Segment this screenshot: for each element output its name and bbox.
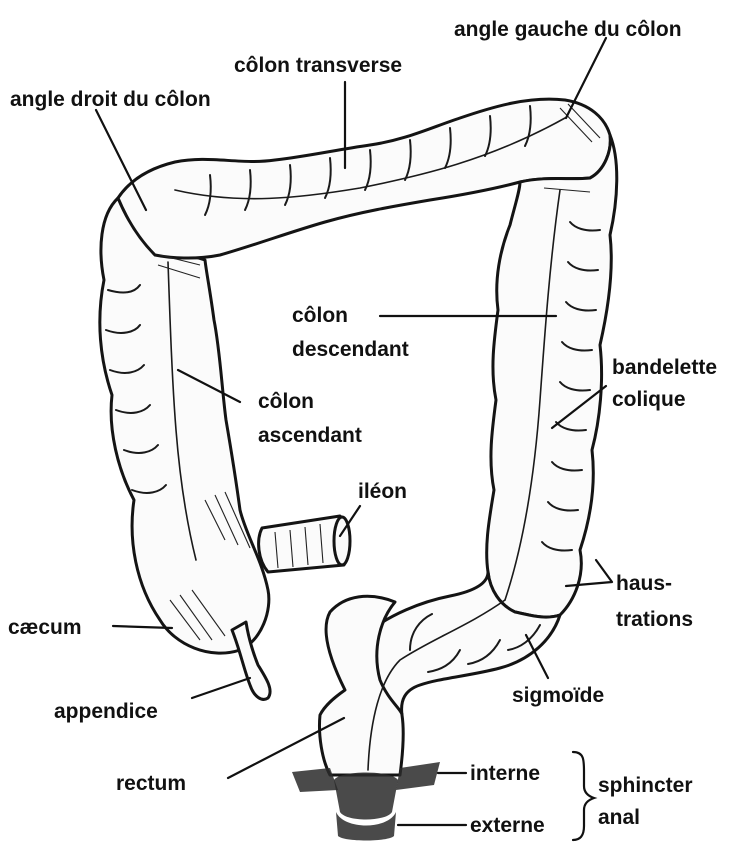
label-interne: interne <box>470 762 540 785</box>
label-colon-ascendant-2: ascendant <box>258 424 362 447</box>
label-angle-droit: angle droit du côlon <box>10 88 211 111</box>
label-bandelette-2: colique <box>612 388 686 411</box>
label-ileon: iléon <box>358 480 407 503</box>
sphincter-brace <box>573 752 594 840</box>
label-colon-transverse: côlon transverse <box>234 54 402 77</box>
colon-drawing <box>100 99 617 840</box>
label-angle-gauche: angle gauche du côlon <box>454 18 682 41</box>
label-colon-ascendant-1: côlon <box>258 390 314 413</box>
label-caecum: cæcum <box>8 616 82 639</box>
label-colon-descendant-1: côlon <box>292 304 348 327</box>
descending-colon <box>487 135 617 617</box>
label-colon-descendant-2: descendant <box>292 338 409 361</box>
label-haustrations-2: trations <box>616 608 693 631</box>
label-sphincter-2: anal <box>598 806 640 829</box>
label-appendice: appendice <box>54 700 158 723</box>
label-sigmoide: sigmoïde <box>512 684 604 707</box>
label-haustrations-1: haus- <box>616 572 672 595</box>
sphincter-interne <box>292 768 338 792</box>
anal-canal <box>334 773 398 820</box>
label-bandelette-1: bandelette <box>612 356 717 379</box>
label-rectum: rectum <box>116 772 186 795</box>
ascending-colon <box>100 198 269 653</box>
label-externe: externe <box>470 814 545 837</box>
label-sphincter-1: sphincter <box>598 774 693 797</box>
leader-appendice <box>192 678 250 698</box>
